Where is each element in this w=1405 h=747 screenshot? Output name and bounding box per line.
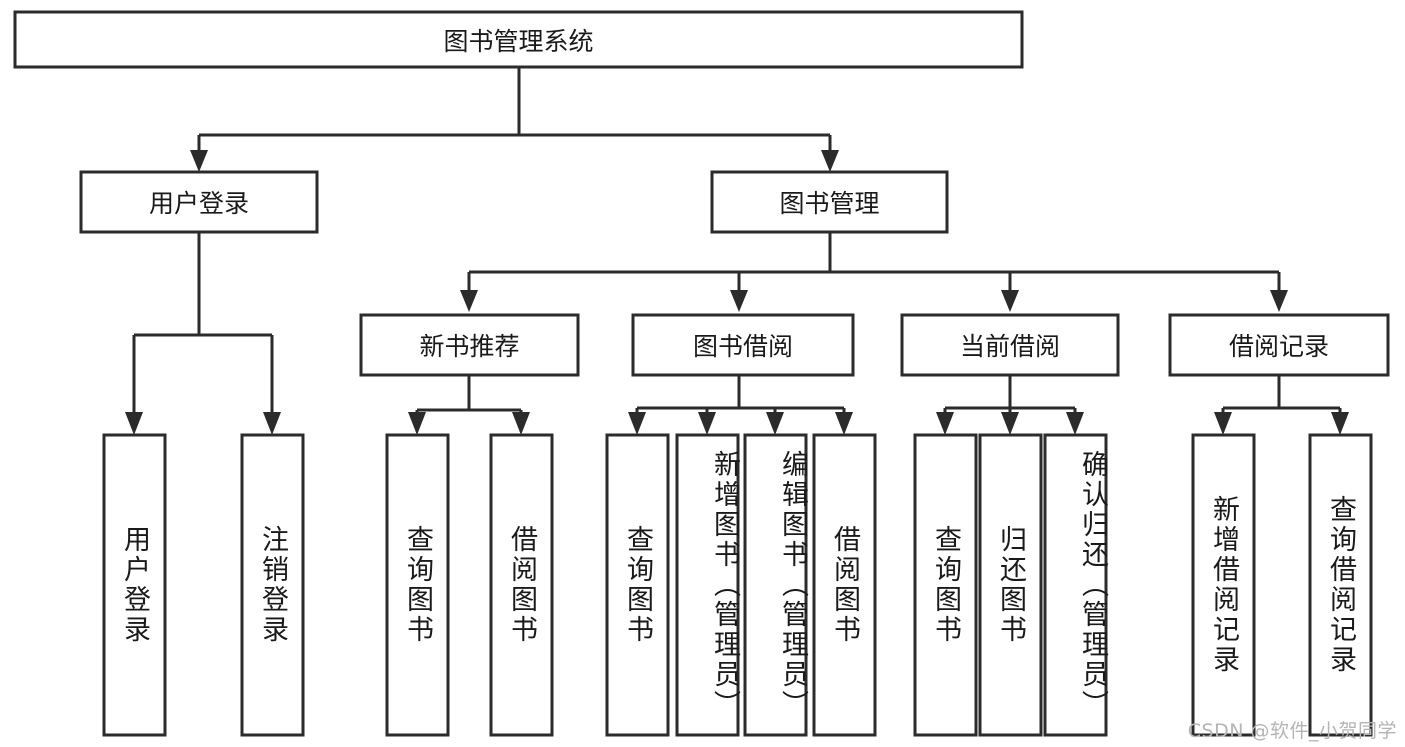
arrow-head-leaf-add-book [698, 412, 716, 435]
edges-root-to-level2 [190, 67, 839, 172]
node-leaf-query-book-1[interactable] [385, 433, 450, 737]
node-leaf-return-book[interactable] [978, 433, 1043, 737]
edges-user-login-to-leaves [125, 232, 281, 435]
arrow-head-user-login [190, 150, 208, 172]
node-book-borrow[interactable] [631, 313, 855, 377]
arrow-head-leaf-borrow-book-1 [512, 412, 530, 435]
arrow-head-leaf-add-record [1214, 412, 1232, 435]
arrow-head-leaf-query-book-1 [408, 412, 426, 435]
edges-borrow-record-to-leaves [1214, 375, 1349, 435]
arrow-head-leaf-logout [263, 412, 281, 435]
arrow-head-leaf-user-login [125, 412, 143, 435]
arrow-head-book-manage [821, 150, 839, 172]
node-leaf-edit-book-admin[interactable] [743, 433, 808, 737]
node-leaf-add-book-admin[interactable] [675, 433, 740, 737]
arrow-head-current-borrow [1001, 290, 1019, 312]
arrow-head-leaf-query-record [1331, 412, 1349, 435]
edges-book-borrow-to-leaves [628, 375, 853, 435]
arrow-head-leaf-borrow-book-2 [835, 412, 853, 435]
node-user-login[interactable] [79, 170, 319, 234]
node-book-management[interactable] [710, 170, 949, 234]
node-leaf-user-login[interactable] [102, 433, 167, 737]
node-root-book-management-system[interactable] [13, 10, 1024, 69]
node-leaf-borrow-book-1[interactable] [489, 433, 554, 737]
node-leaf-query-book-3[interactable] [913, 433, 978, 737]
node-leaf-logout[interactable] [240, 433, 305, 737]
edges-new-book-to-leaves [408, 375, 530, 435]
watermark-credit: CSDN @软件_小贺同学 [1187, 720, 1397, 742]
arrow-head-leaf-edit-book [766, 412, 784, 435]
node-leaf-borrow-book-2[interactable] [812, 433, 877, 737]
node-leaf-query-borrow-record[interactable] [1308, 433, 1373, 737]
node-leaf-confirm-return-admin[interactable] [1043, 433, 1108, 737]
arrow-head-leaf-return-book [1001, 412, 1019, 435]
arrow-head-leaf-query-book-3 [936, 412, 954, 435]
edges-book-manage-to-level3 [460, 232, 1288, 312]
arrow-head-leaf-confirm-return [1066, 412, 1084, 435]
node-current-borrow[interactable] [900, 313, 1120, 377]
node-leaf-query-book-2[interactable] [605, 433, 670, 737]
arrow-head-borrow-record [1270, 290, 1288, 312]
arrow-head-leaf-query-book-2 [628, 412, 646, 435]
node-new-book-recommend[interactable] [359, 313, 580, 377]
arrow-head-new-book [460, 290, 478, 312]
edges-current-borrow-to-leaves [936, 375, 1084, 435]
arrow-head-book-borrow [730, 290, 748, 312]
node-borrow-record[interactable] [1168, 313, 1390, 377]
node-leaf-add-borrow-record[interactable] [1191, 433, 1256, 737]
